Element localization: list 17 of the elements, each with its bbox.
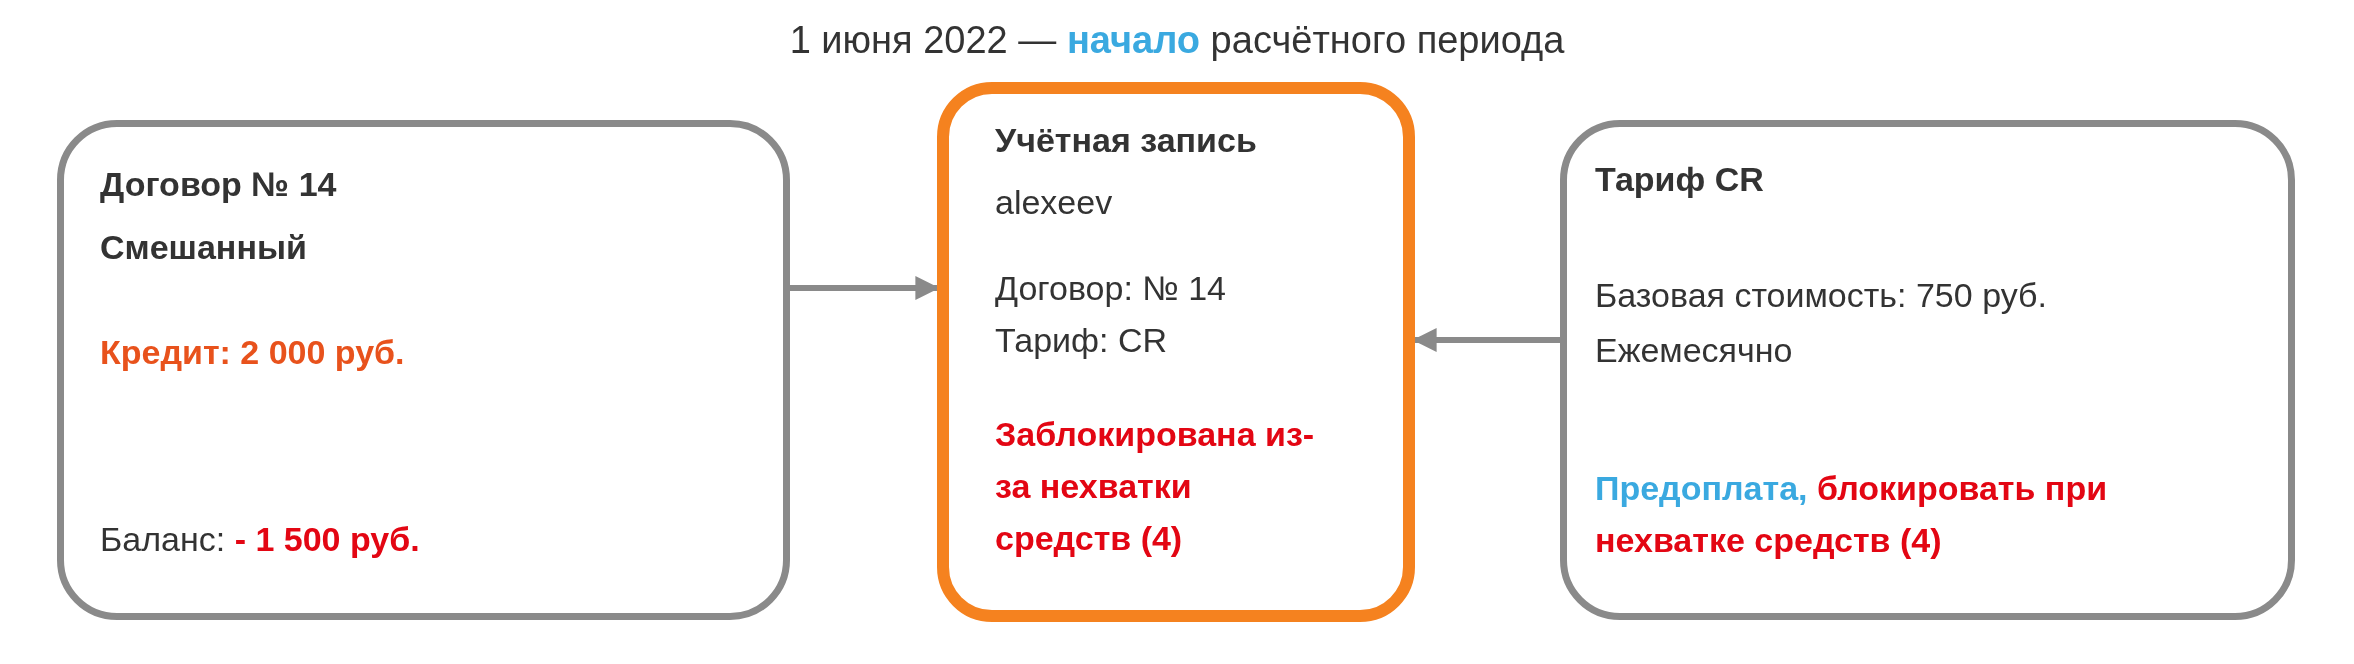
contract-type: Смешанный (100, 227, 307, 268)
credit-text: Кредит: 2 000 руб. (100, 332, 405, 373)
contract-heading: Договор № 14 (100, 164, 337, 205)
account-heading: Учётная запись (995, 120, 1257, 161)
base-price: Базовая стоимость: 750 руб. (1595, 275, 2047, 316)
card (57, 120, 790, 620)
diagram-title: 1 июня 2022 — начало расчётного периода (789, 18, 1565, 63)
account-login: alexeev (995, 182, 1113, 223)
contract-text: Договор: № 14 (995, 268, 1226, 309)
blocked-status: Заблокирована из-за нехватки средств (4) (995, 414, 1316, 559)
billing-period: Ежемесячно (1595, 330, 1793, 371)
prepayment-rule: Предоплата, блокировать при нехватке средств (4) (1595, 468, 2109, 561)
balance-text: Баланс: - 1 500 руб. (100, 519, 420, 560)
tariff-heading: Тариф CR (1595, 159, 1764, 200)
card (937, 82, 1415, 622)
tariff-text: Тариф: CR (995, 320, 1168, 361)
card (1560, 120, 2295, 620)
